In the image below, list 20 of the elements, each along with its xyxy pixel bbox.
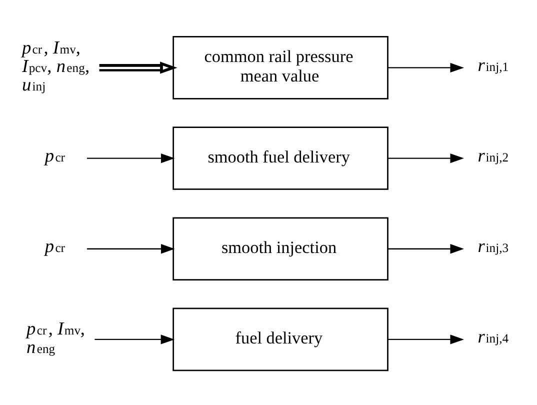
arrow: [86, 152, 175, 163]
node-box: common rail pressure mean value: [172, 36, 388, 99]
node-text: rinj,4: [478, 326, 509, 346]
arrow: [388, 244, 464, 254]
arrow: [388, 334, 464, 344]
node-text: rinj,1: [478, 54, 509, 74]
node-box: smooth fuel delivery: [172, 126, 388, 190]
node-text: pcr: [44, 144, 66, 165]
arrow: [94, 334, 175, 344]
node-text: rinj,3: [478, 236, 509, 256]
node-text: pcr: [44, 236, 66, 256]
arrow: [86, 244, 175, 254]
node-box: fuel delivery: [172, 307, 388, 371]
node-text: rinj,2: [478, 144, 509, 165]
arrow: [388, 152, 464, 163]
node-text: pcr, Imv, neng: [26, 318, 86, 356]
arrow: [388, 62, 464, 72]
arrow: [99, 61, 178, 74]
node-text: pcr, Imv, Ipcv, neng, uinj: [22, 37, 90, 94]
node-box: smooth injection: [172, 216, 388, 280]
